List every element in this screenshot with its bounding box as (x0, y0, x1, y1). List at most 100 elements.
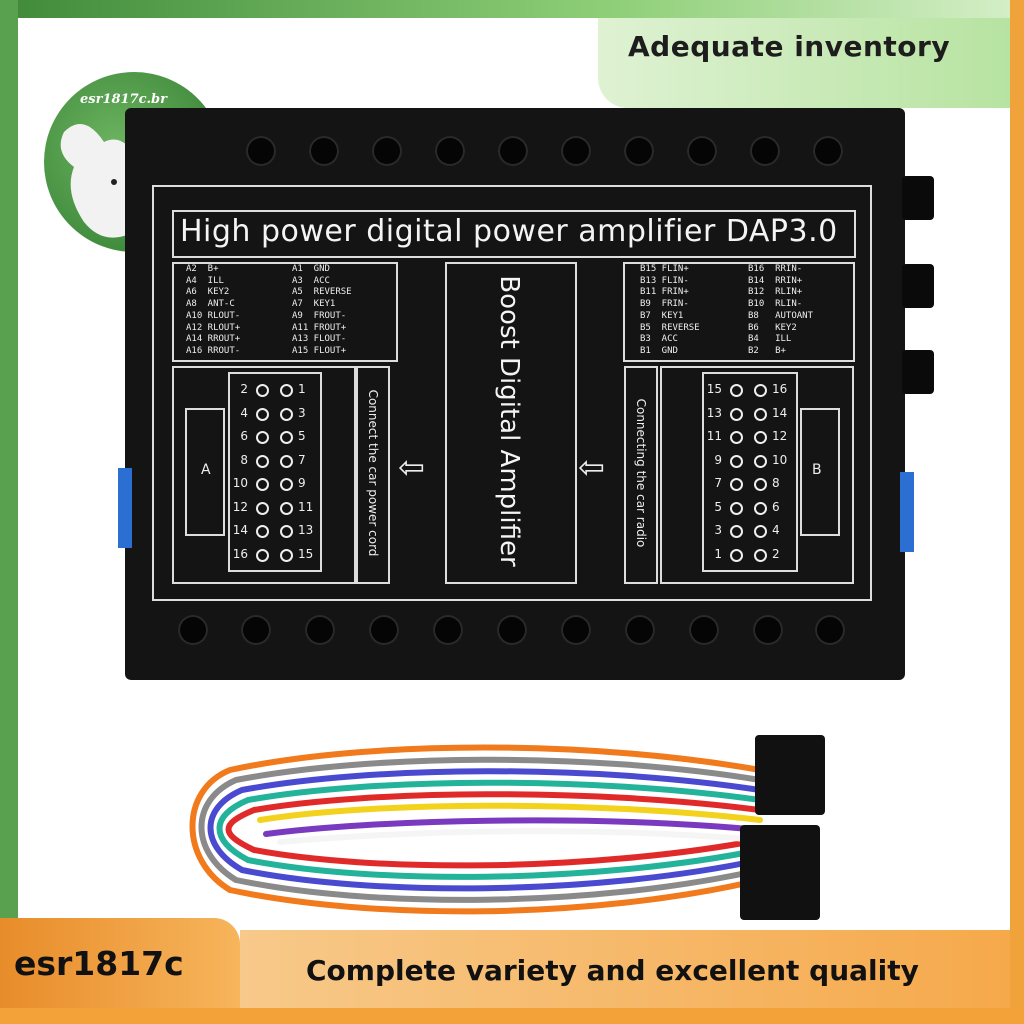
pin-number: 14 (772, 405, 788, 420)
pin-number: 11 (706, 429, 722, 443)
pin-number: 4 (240, 405, 248, 420)
store-name: esr1817c (14, 944, 184, 983)
vent-hole (561, 615, 591, 645)
pin-number: 5 (298, 429, 306, 443)
device-title: High power digital power amplifier DAP3.… (180, 214, 838, 249)
pin-dot (730, 478, 743, 491)
vent-hole (687, 136, 717, 166)
pin-number: 13 (706, 405, 722, 420)
pin-list-a-right: A1 GND A3 ACC A5 REVERSE A7 KEY1 A9 FROU… (292, 264, 352, 356)
vent-hole (241, 615, 271, 645)
top-banner-text: Adequate inventory (628, 30, 951, 63)
pin-number: 3 (298, 405, 306, 420)
connector-b-outline (702, 372, 798, 572)
pin-number: 15 (706, 382, 722, 396)
connector-a-box (172, 366, 356, 584)
side-label-box-left (356, 366, 390, 584)
pin-dot (754, 407, 767, 421)
pin-dot (280, 431, 293, 444)
bottom-banner-text: Complete variety and excellent quality (306, 954, 919, 987)
title-box (172, 210, 856, 258)
pin-dot (754, 384, 767, 397)
pin-number: 9 (714, 452, 722, 467)
pin-dot (754, 431, 767, 444)
pin-dot (256, 384, 269, 397)
pin-number: 7 (298, 452, 306, 467)
pin-table-a (172, 262, 398, 362)
vent-hole (497, 615, 527, 645)
frame-top (0, 0, 1024, 18)
pin-number: 16 (772, 382, 788, 396)
vent-hole (813, 136, 843, 166)
vent-hole (309, 136, 339, 166)
panel-outline (152, 185, 872, 601)
side-label-right: Connecting the car radio (634, 398, 648, 548)
pin-dot (730, 525, 743, 538)
frame-bottom (0, 1008, 1024, 1024)
pin-dot (280, 478, 293, 491)
pin-dot (280, 548, 293, 562)
vent-hole (815, 615, 845, 645)
pin-dot (256, 548, 269, 562)
pin-dot (754, 525, 767, 538)
vent-hole (246, 136, 276, 166)
side-label-box-right (624, 366, 658, 584)
gain-knob (902, 176, 934, 220)
pin-number: 12 (772, 429, 788, 443)
pin-dot (730, 407, 743, 421)
pin-dot (730, 384, 743, 397)
arrow-left-icon: ⇦ (398, 448, 425, 486)
pin-number: 4 (772, 523, 780, 537)
pin-dot (280, 525, 293, 538)
vent-hole (750, 136, 780, 166)
pin-dot (280, 407, 293, 421)
connector-b-box (660, 366, 854, 584)
vent-hole (178, 615, 208, 645)
pin-number: 6 (240, 429, 248, 443)
pin-dot (754, 501, 767, 515)
pin-number: 2 (772, 546, 780, 561)
pin-dot (256, 501, 269, 515)
frame-left (0, 0, 18, 1024)
connector-a-outline (228, 372, 322, 572)
pin-number: 12 (232, 499, 248, 514)
connector-b-latch (800, 408, 840, 536)
pin-dot (754, 454, 767, 468)
pin-number: 10 (232, 476, 248, 490)
bottom-banner (240, 930, 1010, 1008)
vent-hole (561, 136, 591, 166)
pin-number: 16 (232, 546, 248, 561)
pin-number: 8 (240, 452, 248, 467)
pin-number: 1 (714, 546, 722, 561)
vent-hole (435, 136, 465, 166)
vent-hole (369, 615, 399, 645)
pin-number: 10 (772, 452, 788, 467)
amplifier-device (125, 108, 905, 680)
pin-number: 13 (298, 523, 314, 537)
arrow-left-icon: ⇦ (578, 448, 605, 486)
connector-a-latch (185, 408, 225, 536)
center-label: Boost Digital Amplifier (494, 275, 524, 567)
vent-hole (625, 615, 655, 645)
pin-dot (730, 431, 743, 444)
pin-table-b (623, 262, 855, 362)
pin-number: 14 (232, 523, 248, 537)
frame-right (1010, 0, 1024, 1024)
pin-dot (256, 407, 269, 421)
pin-dot (256, 454, 269, 468)
vent-hole (305, 615, 335, 645)
pin-number: 7 (714, 476, 722, 490)
connector-b-letter: B (812, 462, 822, 478)
pin-number: 9 (298, 476, 306, 490)
vent-hole (689, 615, 719, 645)
rabbit-icon (60, 124, 146, 238)
pin-number: 2 (240, 382, 248, 396)
vent-hole (433, 615, 463, 645)
pin-number: 8 (772, 476, 780, 490)
pin-dot (730, 454, 743, 468)
pin-dot (280, 454, 293, 468)
wiring-harness (189, 735, 825, 920)
pin-number: 5 (714, 499, 722, 514)
pin-dot (280, 501, 293, 515)
blue-clip (900, 472, 914, 552)
